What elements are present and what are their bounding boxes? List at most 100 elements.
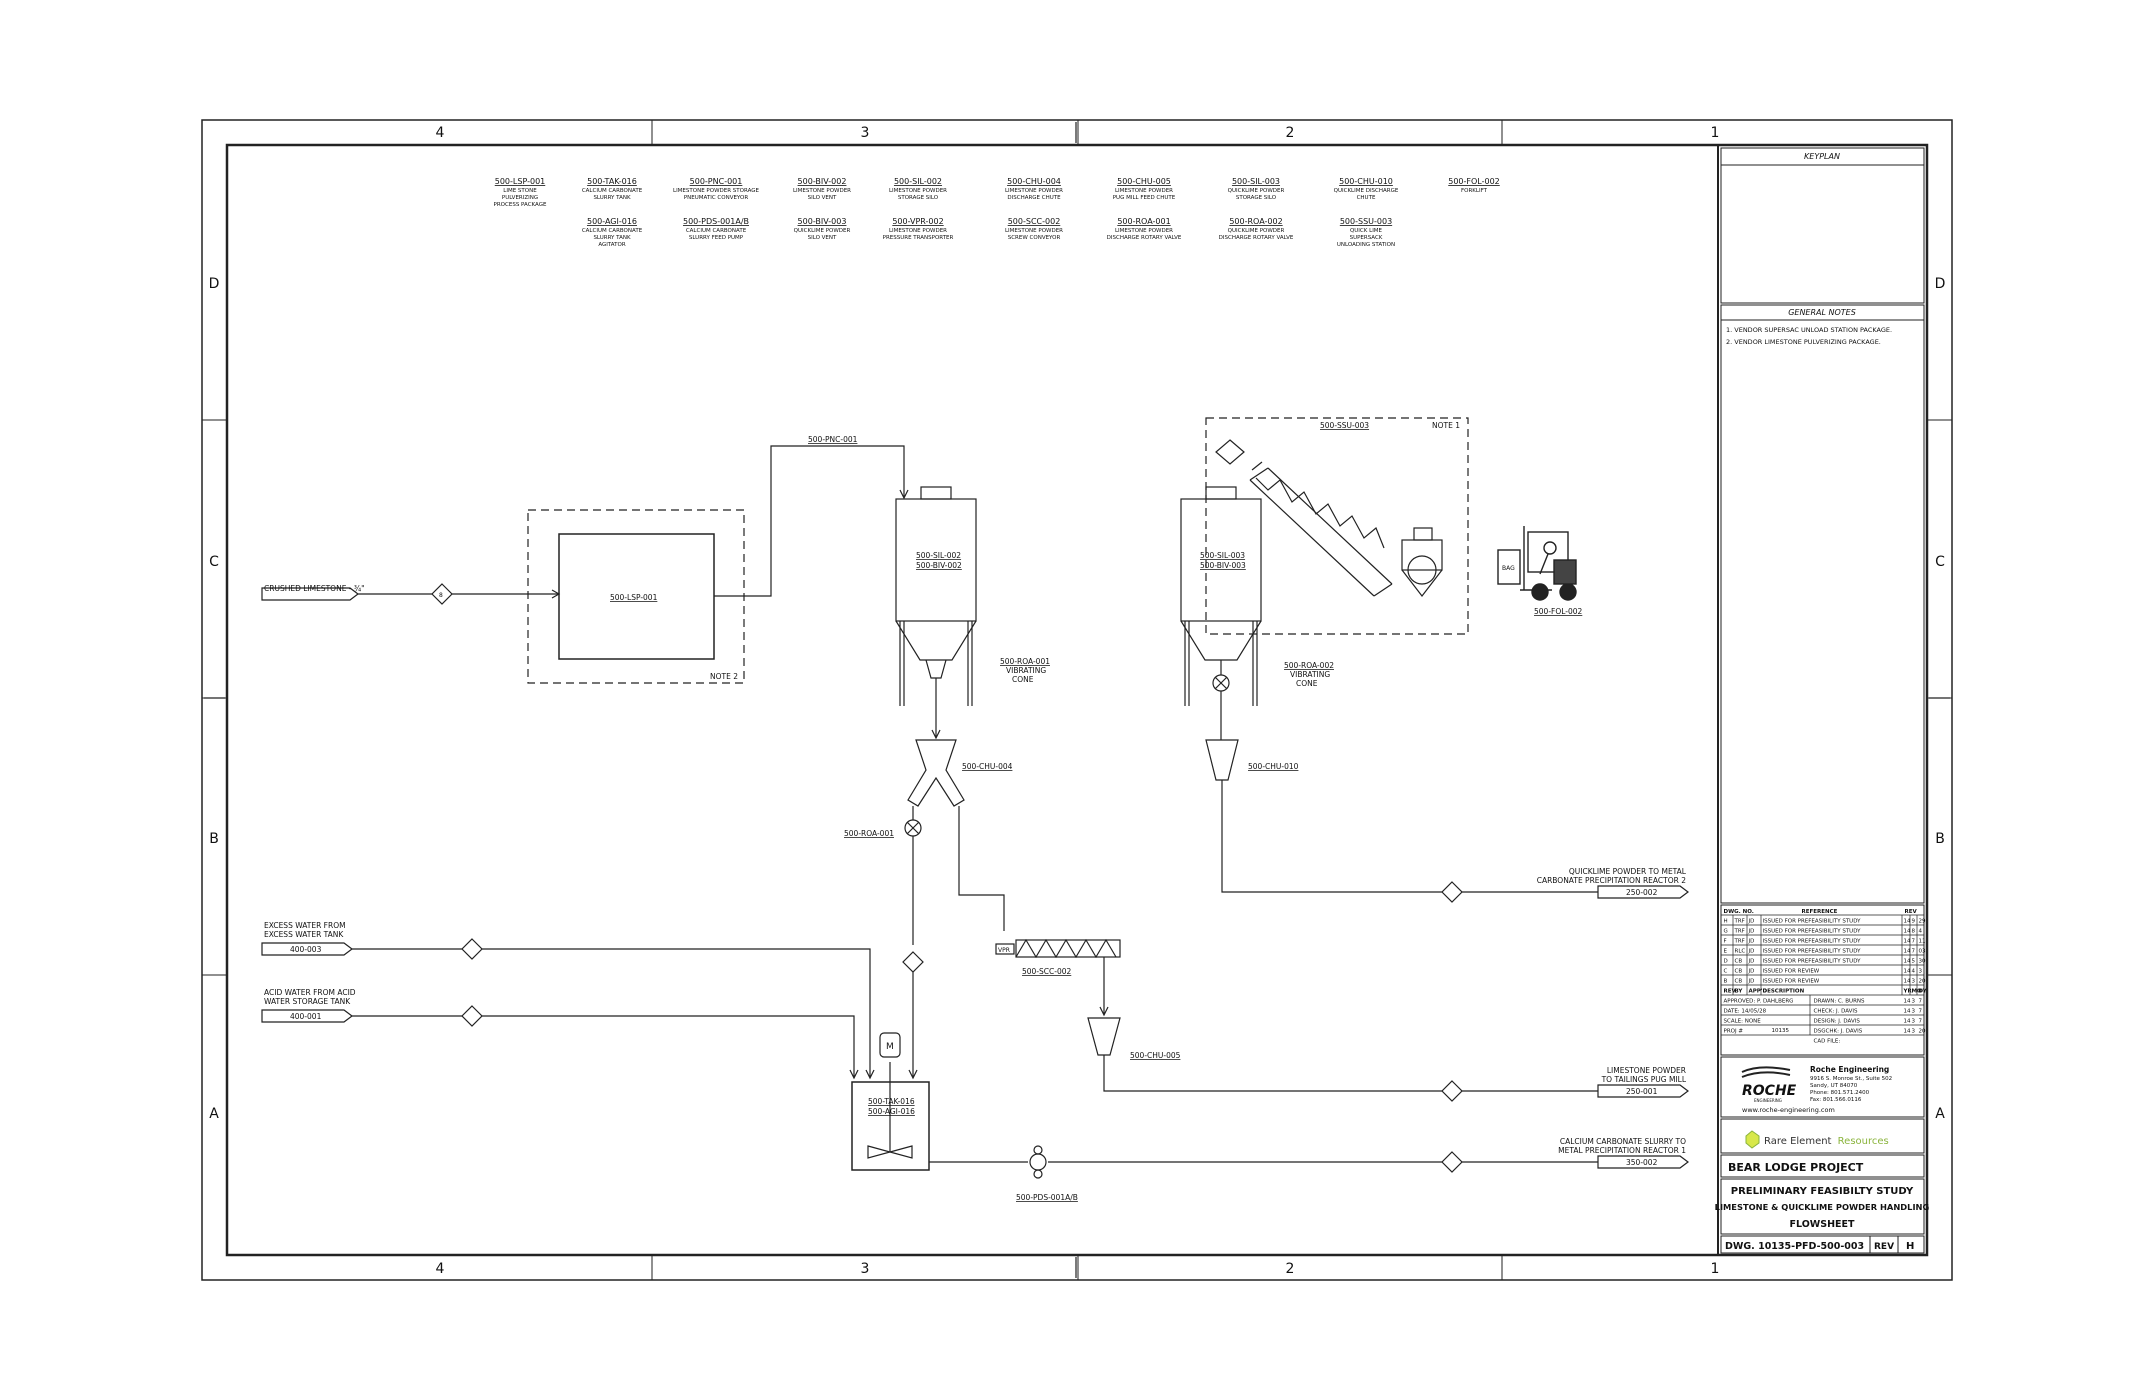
col-label-4-top: 4 bbox=[436, 125, 445, 141]
rev-cell: JD bbox=[1748, 959, 1755, 965]
roa1-cone-sub1: VIBRATING bbox=[1006, 666, 1046, 675]
rev-cell: 03 bbox=[1919, 949, 1926, 955]
silo2-label-a: 500-SIL-002 bbox=[916, 551, 961, 560]
silo-sil-003 bbox=[1180, 498, 1262, 622]
excess-water-flag bbox=[261, 942, 353, 956]
equipment-description: DISCHARGE ROTARY VALVE bbox=[1107, 235, 1182, 241]
equipment-tag: 500-SIL-002 bbox=[894, 177, 942, 186]
signoff-cell: SCALE: NONE bbox=[1724, 1019, 1762, 1025]
title-line-1: PRELIMINARY FEASIBILTY STUDY bbox=[1731, 1186, 1914, 1197]
company-name: Roche Engineering bbox=[1810, 1065, 1889, 1074]
acid-water-desc-2: WATER STORAGE TANK bbox=[264, 997, 351, 1006]
lsp-box-label: 500-LSP-001 bbox=[610, 593, 658, 602]
keyplan-title: KEYPLAN bbox=[1804, 152, 1840, 161]
general-notes-title: GENERAL NOTES bbox=[1788, 308, 1856, 317]
equipment-description: LIMESTONE POWDER bbox=[793, 188, 851, 194]
rev-cell: TRF bbox=[1734, 929, 1745, 935]
equipment-tag: 500-LSP-001 bbox=[495, 177, 546, 186]
acid-water-flag bbox=[261, 1009, 353, 1023]
rev-header: DWG. NO. bbox=[1724, 909, 1754, 915]
rev-cell: JD bbox=[1748, 939, 1755, 945]
rev-cell: ISSUED FOR REVIEW bbox=[1763, 979, 1820, 985]
diamond-limestone-out bbox=[1441, 1080, 1463, 1102]
row-label-a-left: A bbox=[209, 1106, 219, 1122]
bag-label: BAG bbox=[1502, 565, 1515, 572]
slurry-out-desc-2: METAL PRECIPITATION REACTOR 1 bbox=[1558, 1146, 1686, 1155]
chute-chu-004 bbox=[907, 739, 965, 807]
scc002-label: 500-SCC-002 bbox=[1022, 967, 1072, 976]
roche-logo-swoosh bbox=[1741, 1066, 1791, 1073]
inner-border bbox=[225, 143, 1929, 1257]
equipment-description: LIME STONE bbox=[503, 188, 537, 194]
excess-water-tag: 400-003 bbox=[290, 945, 322, 954]
roa2-cone-sub2: CONE bbox=[1296, 679, 1318, 688]
chu004-label: 500-CHU-004 bbox=[962, 762, 1013, 771]
project-name: BEAR LODGE PROJECT bbox=[1728, 1161, 1864, 1174]
equipment-description: LIMESTONE POWDER bbox=[889, 188, 947, 194]
equipment-description: QUICKLIME DISCHARGE bbox=[1334, 188, 1399, 194]
equipment-description: SILO VENT bbox=[808, 235, 837, 241]
company-address-1: 9916 S. Monroe St., Suite 502 bbox=[1810, 1076, 1892, 1082]
signoff-cell: APPROVED: P. DAHLBERG bbox=[1724, 999, 1794, 1005]
rev-cell: H bbox=[1724, 919, 1728, 925]
row-label-b-right: B bbox=[1935, 831, 1945, 847]
dwg-rev-label: REV bbox=[1874, 1242, 1894, 1252]
row-label-b-left: B bbox=[209, 831, 219, 847]
pump-label: 500-PDS-001A/B bbox=[1016, 1193, 1078, 1202]
note-2-label: NOTE 2 bbox=[710, 672, 738, 681]
rev-cell: ISSUED FOR PREFEASIBILITY STUDY bbox=[1763, 959, 1862, 965]
equipment-description: STORAGE SILO bbox=[1236, 195, 1277, 201]
rev-cell: JD bbox=[1748, 969, 1755, 975]
equipment-description: LIMESTONE POWDER bbox=[889, 228, 947, 234]
equipment-tag: 500-CHU-004 bbox=[1007, 177, 1061, 186]
row-label-c-left: C bbox=[209, 554, 219, 570]
equipment-tag: 500-SSU-003 bbox=[1340, 217, 1392, 226]
equipment-tag: 500-VPR-002 bbox=[892, 217, 943, 226]
rev-cell: 3 bbox=[1919, 969, 1923, 975]
col-label-2-top: 2 bbox=[1286, 125, 1295, 141]
equipment-description: DISCHARGE CHUTE bbox=[1007, 195, 1061, 201]
equipment-description: SUPERSACK bbox=[1350, 235, 1383, 241]
col-label-3-bottom: 3 bbox=[861, 1261, 870, 1277]
agitator-motor bbox=[879, 1032, 901, 1058]
rev-cell: 4 bbox=[1912, 969, 1916, 975]
equipment-description: SLURRY TANK bbox=[593, 235, 631, 241]
equipment-tag: 500-CHU-010 bbox=[1339, 177, 1393, 186]
signoff-cell: 14 bbox=[1904, 999, 1911, 1005]
rev-cell: 30 bbox=[1919, 959, 1926, 965]
quicklime-out-desc-1: QUICKLIME POWDER TO METAL bbox=[1569, 867, 1687, 876]
chute-chu-005 bbox=[1087, 1017, 1121, 1056]
ssu-hopper-diamond bbox=[1215, 439, 1245, 465]
tank-label-b: 500-AGI-016 bbox=[868, 1107, 915, 1116]
limestone-out-flag bbox=[1597, 1084, 1689, 1098]
rev-cell: ISSUED FOR PREFEASIBILITY STUDY bbox=[1763, 929, 1862, 935]
vpr-label: VPR bbox=[998, 947, 1010, 954]
company-web: www.roche-engineering.com bbox=[1742, 1106, 1835, 1114]
diamond-crushed-limestone bbox=[431, 583, 453, 605]
signoff-cell: 7 bbox=[1919, 1009, 1923, 1015]
equipment-description: SILO VENT bbox=[808, 195, 837, 201]
row-label-c-right: C bbox=[1935, 554, 1945, 570]
equipment-description: LIMESTONE POWDER bbox=[1115, 228, 1173, 234]
col-label-1-top: 1 bbox=[1711, 125, 1720, 141]
rev-cell: 7 bbox=[1912, 939, 1916, 945]
equipment-description: LIMESTONE POWDER bbox=[1005, 228, 1063, 234]
dwg-number: DWG. 10135-PFD-500-003 bbox=[1725, 1241, 1864, 1252]
silo2-label-b: 500-BIV-002 bbox=[916, 561, 962, 570]
equipment-tag: 500-FOL-002 bbox=[1448, 177, 1500, 186]
rev-cell: 7 bbox=[1912, 949, 1916, 955]
equipment-description: QUICKLIME POWDER bbox=[794, 228, 851, 234]
rev-cell: 14 bbox=[1904, 979, 1911, 985]
cad-file: CAD FILE: bbox=[1814, 1039, 1841, 1045]
rev-cell: JD bbox=[1748, 949, 1755, 955]
signoff-cell: 3 bbox=[1912, 1019, 1916, 1025]
signoff-cell: DSGCHK: J. DAVIS bbox=[1814, 1029, 1863, 1035]
rev-cell: E bbox=[1724, 949, 1728, 955]
diamond-slurry-out bbox=[1441, 1151, 1463, 1173]
client-name-b: Resources bbox=[1838, 1136, 1889, 1147]
diamond-excess-water bbox=[461, 938, 483, 960]
signoff-cell: DRAWN: C. BURNS bbox=[1814, 999, 1866, 1005]
rev-cell: 14 bbox=[1904, 959, 1911, 965]
